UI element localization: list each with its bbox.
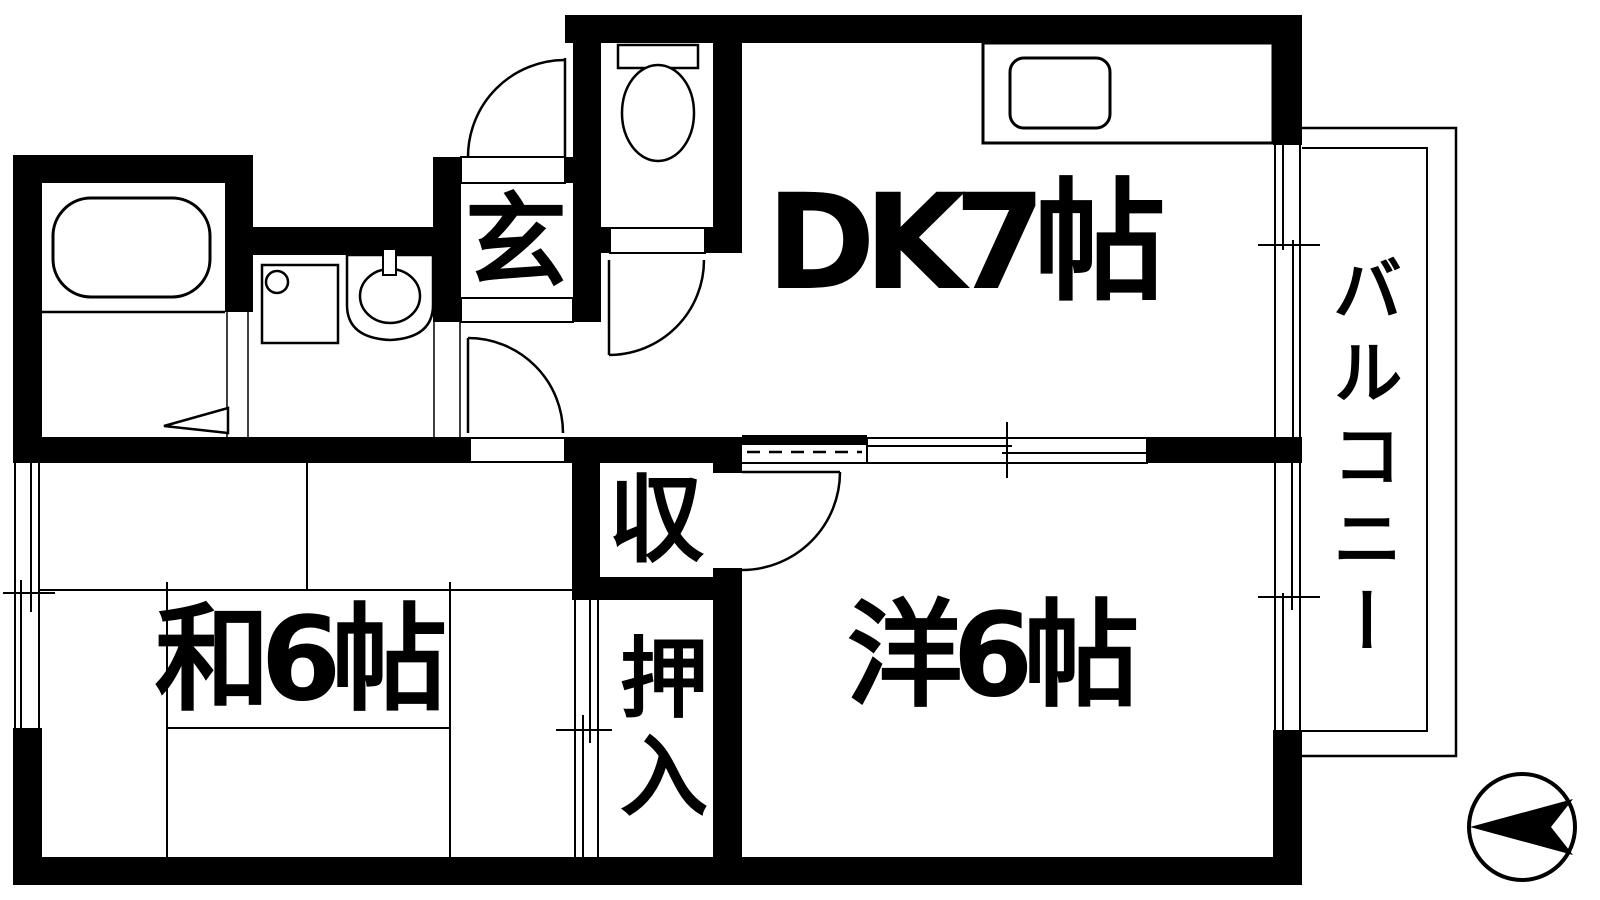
wall-segment: [13, 155, 42, 463]
wall-segment: [573, 43, 601, 322]
toilet-bowl: [620, 63, 696, 163]
thin-lines: [3, 126, 1458, 857]
toilet-door-threshold: [609, 227, 706, 254]
toilet-door-swing-arc: [608, 259, 706, 357]
label-western-room: 洋6帖: [847, 589, 1137, 724]
wall-segment: [565, 157, 573, 183]
wall-segment: [705, 227, 742, 253]
label-oshiire: 押入: [606, 632, 709, 828]
toilet-icon: [616, 43, 700, 163]
washing-machine-icon: [260, 263, 340, 345]
compass-arrow: [1470, 799, 1573, 855]
label-storage: 収: [608, 464, 704, 576]
label-japanese-room: 和6帖: [155, 593, 445, 728]
doors: [163, 58, 842, 572]
wall-segment: [13, 857, 1302, 885]
wall-segment: [713, 437, 742, 473]
washbasin-bowl: [358, 267, 422, 325]
wall-segment: [572, 437, 600, 600]
washbasin-icon: [345, 248, 435, 342]
fixtures: [51, 41, 1577, 882]
wall-segment: [13, 437, 470, 463]
label-entrance: 玄: [465, 184, 567, 303]
wall-segment: [573, 227, 610, 253]
wall-segment: [13, 728, 42, 885]
bath-folding-door-icon: [163, 406, 230, 435]
entrance-step: [460, 297, 574, 323]
wall-segment: [742, 435, 867, 445]
wall-segment: [713, 15, 742, 253]
wall-segment: [572, 577, 742, 600]
wall-segment: [248, 227, 433, 255]
wall-segment: [13, 155, 253, 183]
compass-north-arrow-icon: [1467, 772, 1577, 882]
room-labels: DK7帖 和6帖 洋6帖 玄 収 押入 バルコニー: [155, 166, 1403, 828]
kitchen-sink-basin: [1008, 56, 1112, 130]
front-door-threshold: [460, 156, 566, 184]
kitchen-sink-icon: [981, 41, 1275, 145]
walls: [13, 15, 1302, 885]
wall-segment: [433, 157, 461, 322]
label-balcony: バルコニー: [1321, 253, 1403, 668]
label-dining-kitchen: DK7帖: [766, 166, 1163, 320]
storage-door-swing-arc: [741, 471, 842, 572]
doorway-thresholds: [460, 156, 706, 463]
hall-door-swing-arc: [467, 336, 565, 434]
front-door-swing-arc: [466, 58, 566, 158]
balcony-outer-rail: [1302, 126, 1458, 758]
washbasin-tap: [382, 248, 397, 276]
bathtub-icon: [51, 196, 212, 299]
washing-machine-faucet: [264, 269, 290, 295]
wall-segment: [1147, 437, 1302, 463]
wall-segment: [1273, 15, 1302, 145]
japanese-room-door-threshold: [469, 437, 566, 463]
wall-segment: [565, 15, 1302, 43]
balcony-inner-rail: [1302, 147, 1428, 732]
wall-segment: [713, 568, 742, 857]
